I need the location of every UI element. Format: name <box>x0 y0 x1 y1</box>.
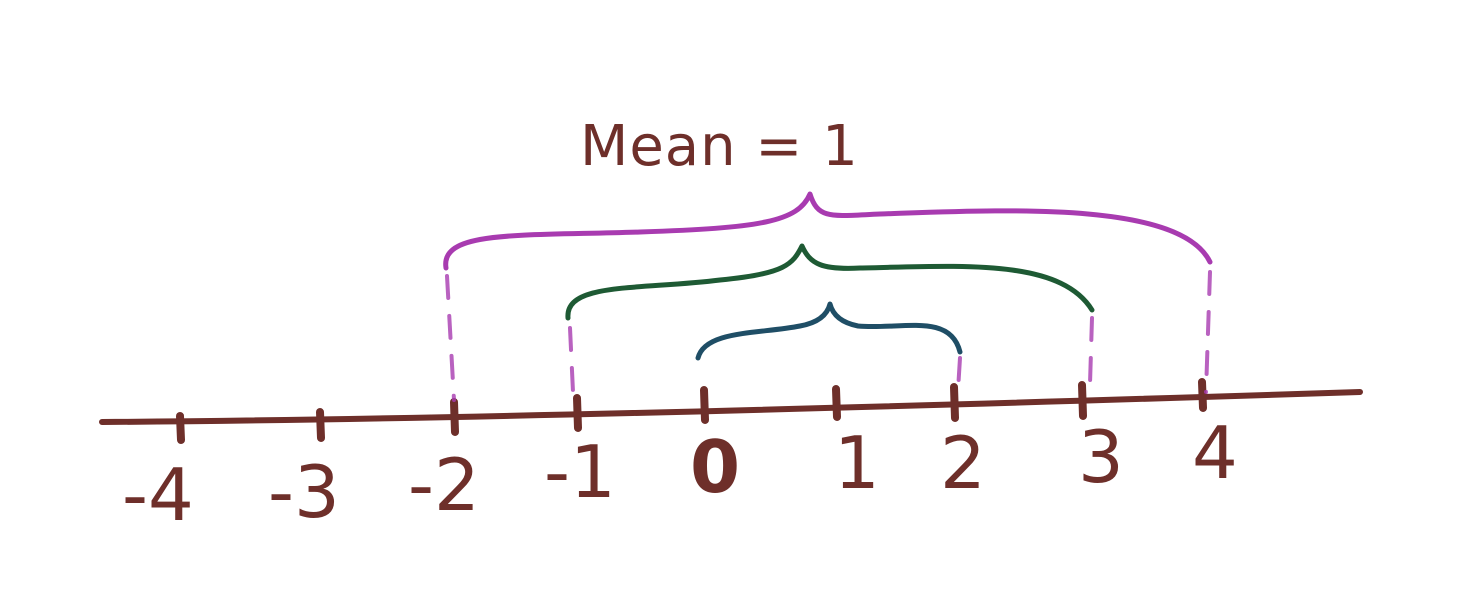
tick-label: -1 <box>544 430 616 514</box>
tick-mark <box>832 385 841 421</box>
tick-mark <box>450 398 459 436</box>
diagram-title: Mean = 1 <box>580 114 859 179</box>
bracket-drop-line <box>568 326 575 394</box>
bracket-drop-line <box>445 274 456 402</box>
tick-mark <box>1198 378 1207 412</box>
tick-label: -3 <box>268 450 340 534</box>
tick-labels: -4 -3 -2 -1 0 1 2 3 4 <box>122 411 1238 537</box>
tick-label: -4 <box>122 453 194 537</box>
bracket-minus2-to-4 <box>443 191 1213 402</box>
tick-label: 4 <box>1192 411 1238 495</box>
bracket-minus1-to-3 <box>565 243 1095 394</box>
tick-mark <box>1078 381 1087 420</box>
number-line-axis <box>99 389 1363 425</box>
bracket-drop-line <box>956 356 962 392</box>
bracket-0-to-2 <box>695 301 963 392</box>
curly-brace <box>443 191 1213 271</box>
curly-brace <box>565 243 1095 321</box>
tick-marks <box>176 378 1207 444</box>
tick-mark <box>573 394 582 432</box>
curly-brace <box>695 301 963 361</box>
tick-label: 0 <box>690 425 740 509</box>
bracket-drop-line <box>1088 316 1094 386</box>
tick-mark <box>950 383 959 422</box>
bracket-drop-line <box>1204 270 1212 394</box>
tick-label: 1 <box>834 421 880 505</box>
tick-mark <box>176 412 185 444</box>
tick-mark <box>316 408 325 442</box>
tick-mark <box>700 386 709 424</box>
tick-label: 2 <box>940 421 986 505</box>
tick-label: 3 <box>1078 415 1124 499</box>
tick-label: -2 <box>408 443 480 527</box>
